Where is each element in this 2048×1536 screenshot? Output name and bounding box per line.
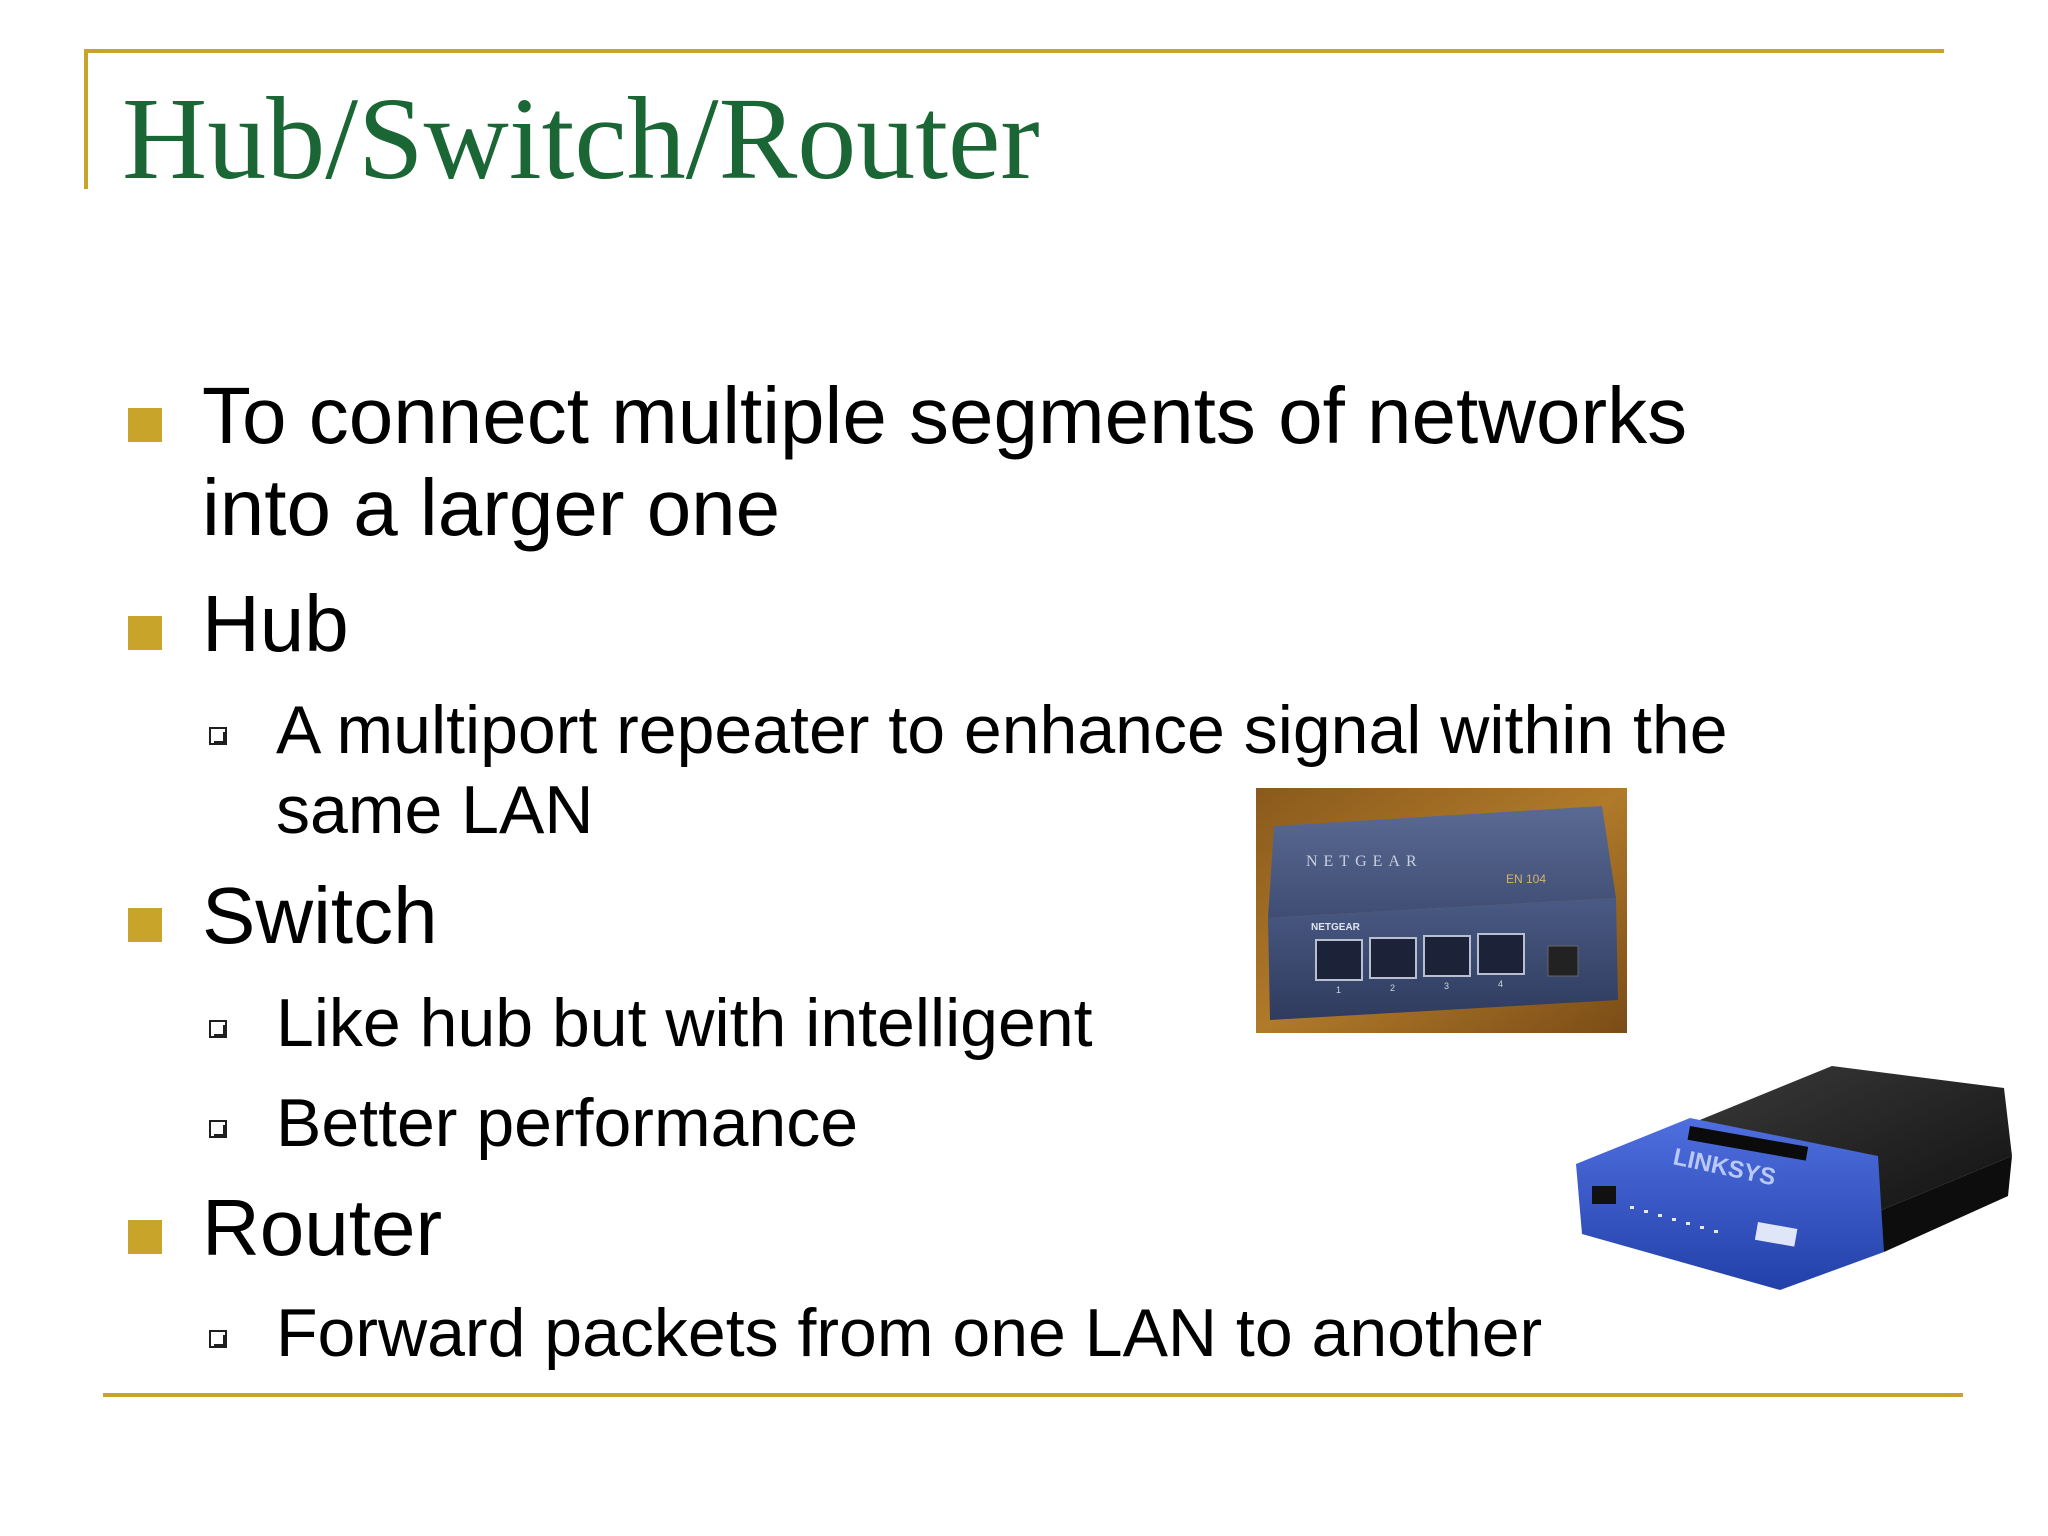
hub-model-text: EN 104 xyxy=(1506,872,1546,886)
bullet-text-router: Router xyxy=(202,1183,443,1272)
hub-front-brand-text: NETGEAR xyxy=(1311,922,1361,933)
hub-port-label-1: 1 xyxy=(1336,985,1341,995)
bullet-text-hub: Hub xyxy=(202,579,349,668)
sub-bullet-marker xyxy=(209,1020,227,1038)
sub-bullet-marker xyxy=(209,1330,227,1348)
sub-bullet-hub-1: A multiport repeater to enhance signal w… xyxy=(276,692,1728,768)
bullet-marker xyxy=(128,908,162,942)
router-image: LINKSYS xyxy=(1572,1046,2022,1296)
sub-bullet-marker xyxy=(209,727,227,745)
sub-bullet-hub-1-line2: same LAN xyxy=(276,772,594,848)
bullet-text-switch: Switch xyxy=(202,871,438,960)
bullet-marker xyxy=(128,1220,162,1254)
sub-bullet-switch-1: Like hub but with intelligent xyxy=(276,985,1093,1061)
hub-image: NETGEAR EN 104 NETGEAR 1 2 3 4 xyxy=(1256,788,1627,1033)
top-rule xyxy=(84,49,1944,53)
bullet-marker xyxy=(128,408,162,442)
bullet-text-1-line2: into a larger one xyxy=(202,463,781,552)
left-rule xyxy=(84,49,88,189)
sub-bullet-marker xyxy=(209,1120,227,1138)
hub-brand-text: NETGEAR xyxy=(1306,853,1423,870)
hub-port-label-2: 2 xyxy=(1390,983,1395,993)
slide-title: Hub/Switch/Router xyxy=(122,73,1040,204)
hub-port-label-3: 3 xyxy=(1444,981,1449,991)
bullet-text-1: To connect multiple segments of networks xyxy=(202,371,1688,460)
bullet-marker xyxy=(128,616,162,650)
sub-bullet-switch-2: Better performance xyxy=(276,1085,859,1161)
bottom-rule xyxy=(103,1393,1963,1397)
hub-port-label-4: 4 xyxy=(1498,979,1503,989)
sub-bullet-router-1: Forward packets from one LAN to another xyxy=(276,1295,1543,1371)
